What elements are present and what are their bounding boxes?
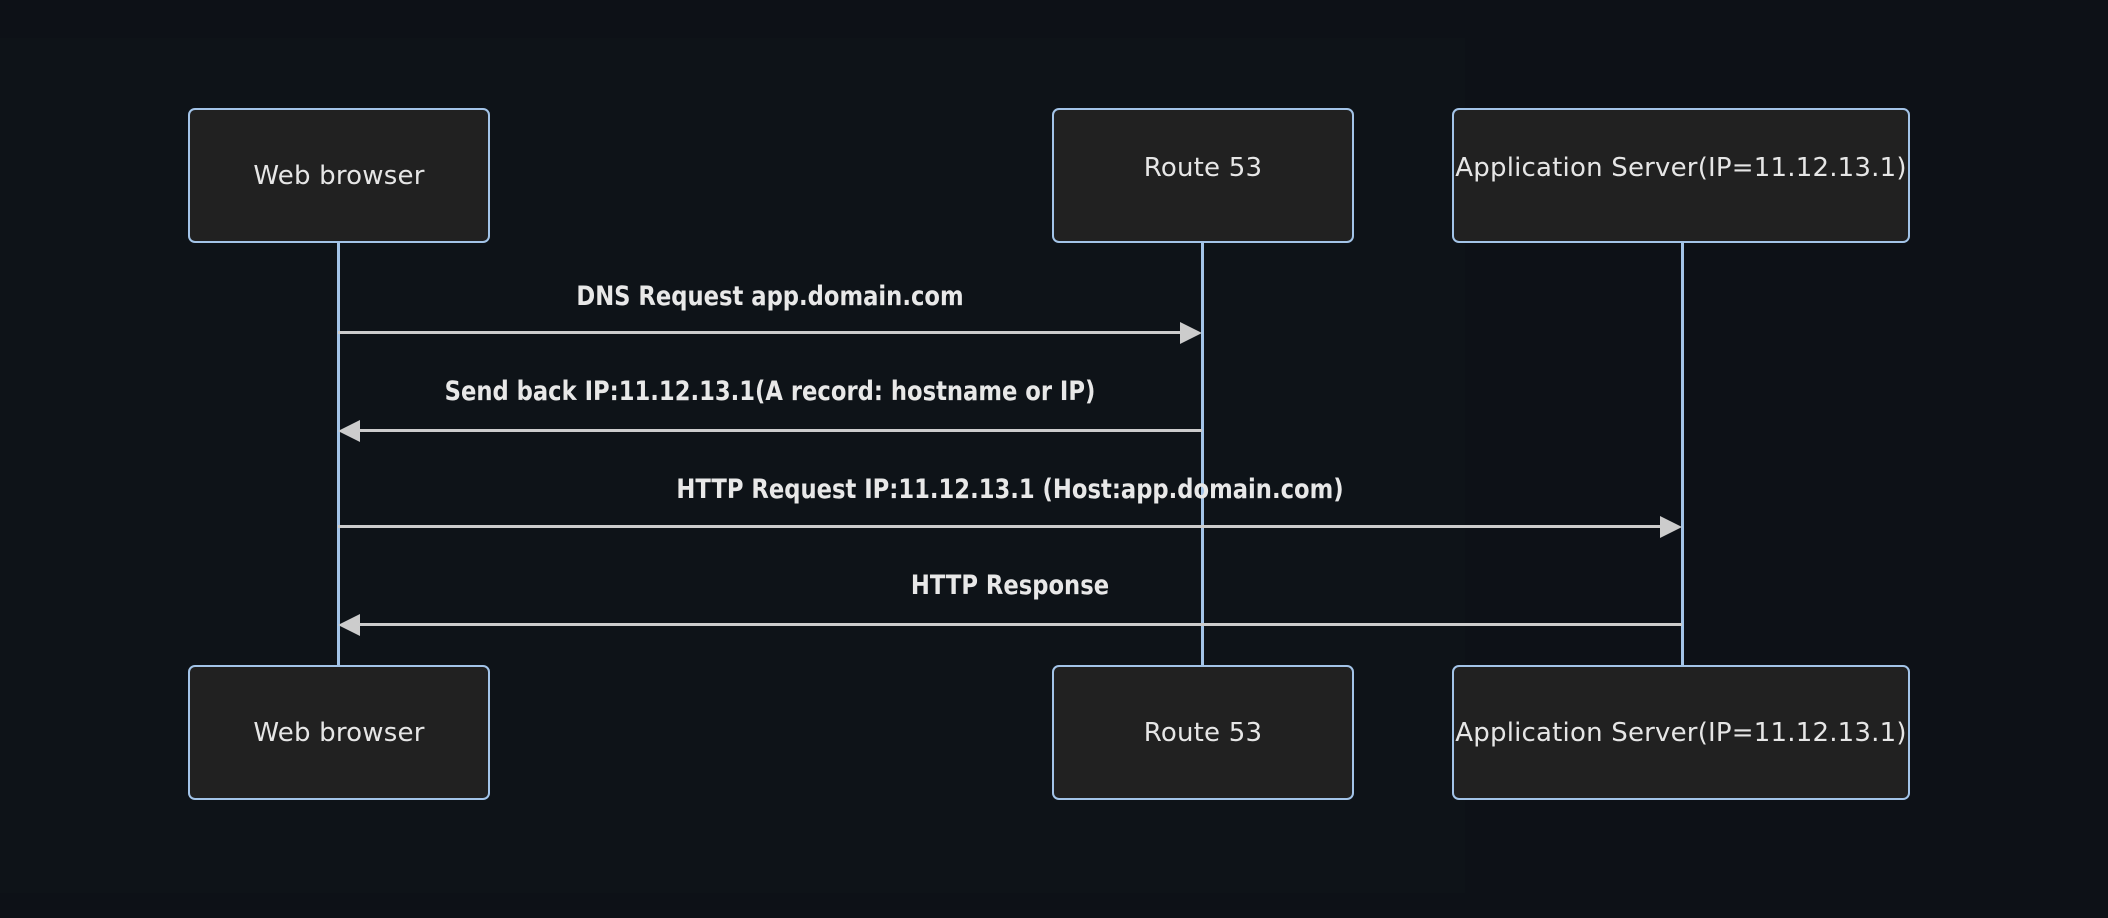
participant-box-web-browser-top[interactable]: Web browser [188, 108, 490, 243]
lifeline-application-server [1681, 241, 1684, 667]
participant-label-route-53-bottom: Route 53 [1143, 717, 1263, 748]
message-line-3 [338, 525, 1662, 528]
participant-box-route-53-bottom[interactable]: Route 53 [1052, 665, 1354, 800]
participant-box-application-server-top[interactable]: Application Server(IP=11.12.13.1) [1452, 108, 1910, 243]
participant-box-web-browser-bottom[interactable]: Web browser [188, 665, 490, 800]
message-arrowhead-1 [1180, 322, 1202, 344]
participant-label-route-53-top: Route 53 [1143, 152, 1263, 183]
message-line-1 [338, 331, 1182, 334]
lifeline-route-53 [1201, 241, 1204, 667]
participant-label-application-server-bottom: Application Server(IP=11.12.13.1) [1455, 717, 1907, 748]
message-label-3: HTTP Request IP:11.12.13.1 (Host:app.dom… [676, 474, 1344, 505]
message-arrowhead-4 [338, 614, 360, 636]
message-label-2: Send back IP:11.12.13.1(A record: hostna… [444, 376, 1096, 407]
message-line-2 [358, 429, 1202, 432]
participant-label-web-browser-bottom: Web browser [253, 717, 425, 748]
participant-label-web-browser-top: Web browser [253, 160, 425, 191]
message-label-1: DNS Request app.domain.com [576, 281, 964, 312]
message-label-4: HTTP Response [910, 570, 1110, 601]
participant-label-application-server-top: Application Server(IP=11.12.13.1) [1455, 152, 1907, 183]
lifeline-web-browser [337, 241, 340, 667]
message-arrowhead-3 [1660, 516, 1682, 538]
participant-box-route-53-top[interactable]: Route 53 [1052, 108, 1354, 243]
message-line-4 [358, 623, 1682, 626]
participant-box-application-server-bottom[interactable]: Application Server(IP=11.12.13.1) [1452, 665, 1910, 800]
message-arrowhead-2 [338, 420, 360, 442]
